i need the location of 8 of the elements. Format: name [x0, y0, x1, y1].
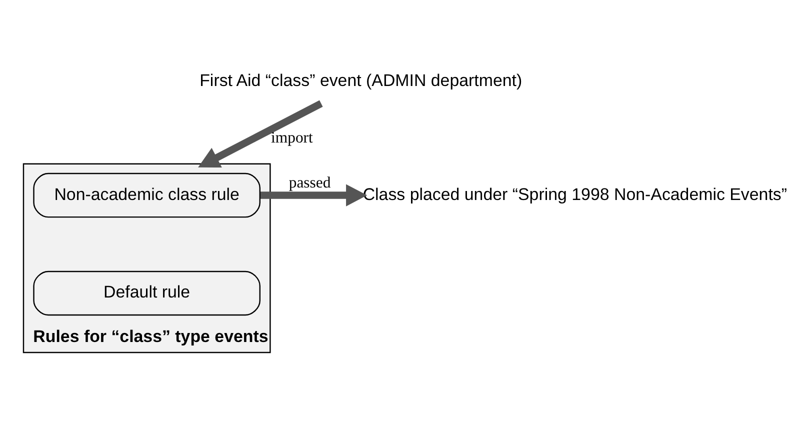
edge-label: passed	[288, 174, 331, 192]
node-box: Default rule	[33, 270, 260, 316]
node-text: Class placed under “Spring 1998 Non-Academic Events”	[362, 184, 788, 204]
arrow	[198, 100, 323, 168]
node-box: Non-academic class rule	[33, 172, 260, 218]
node-text: First Aid “class” event (ADMIN department)	[200, 71, 522, 90]
edge-label: import	[270, 130, 313, 147]
arrow	[260, 184, 368, 206]
